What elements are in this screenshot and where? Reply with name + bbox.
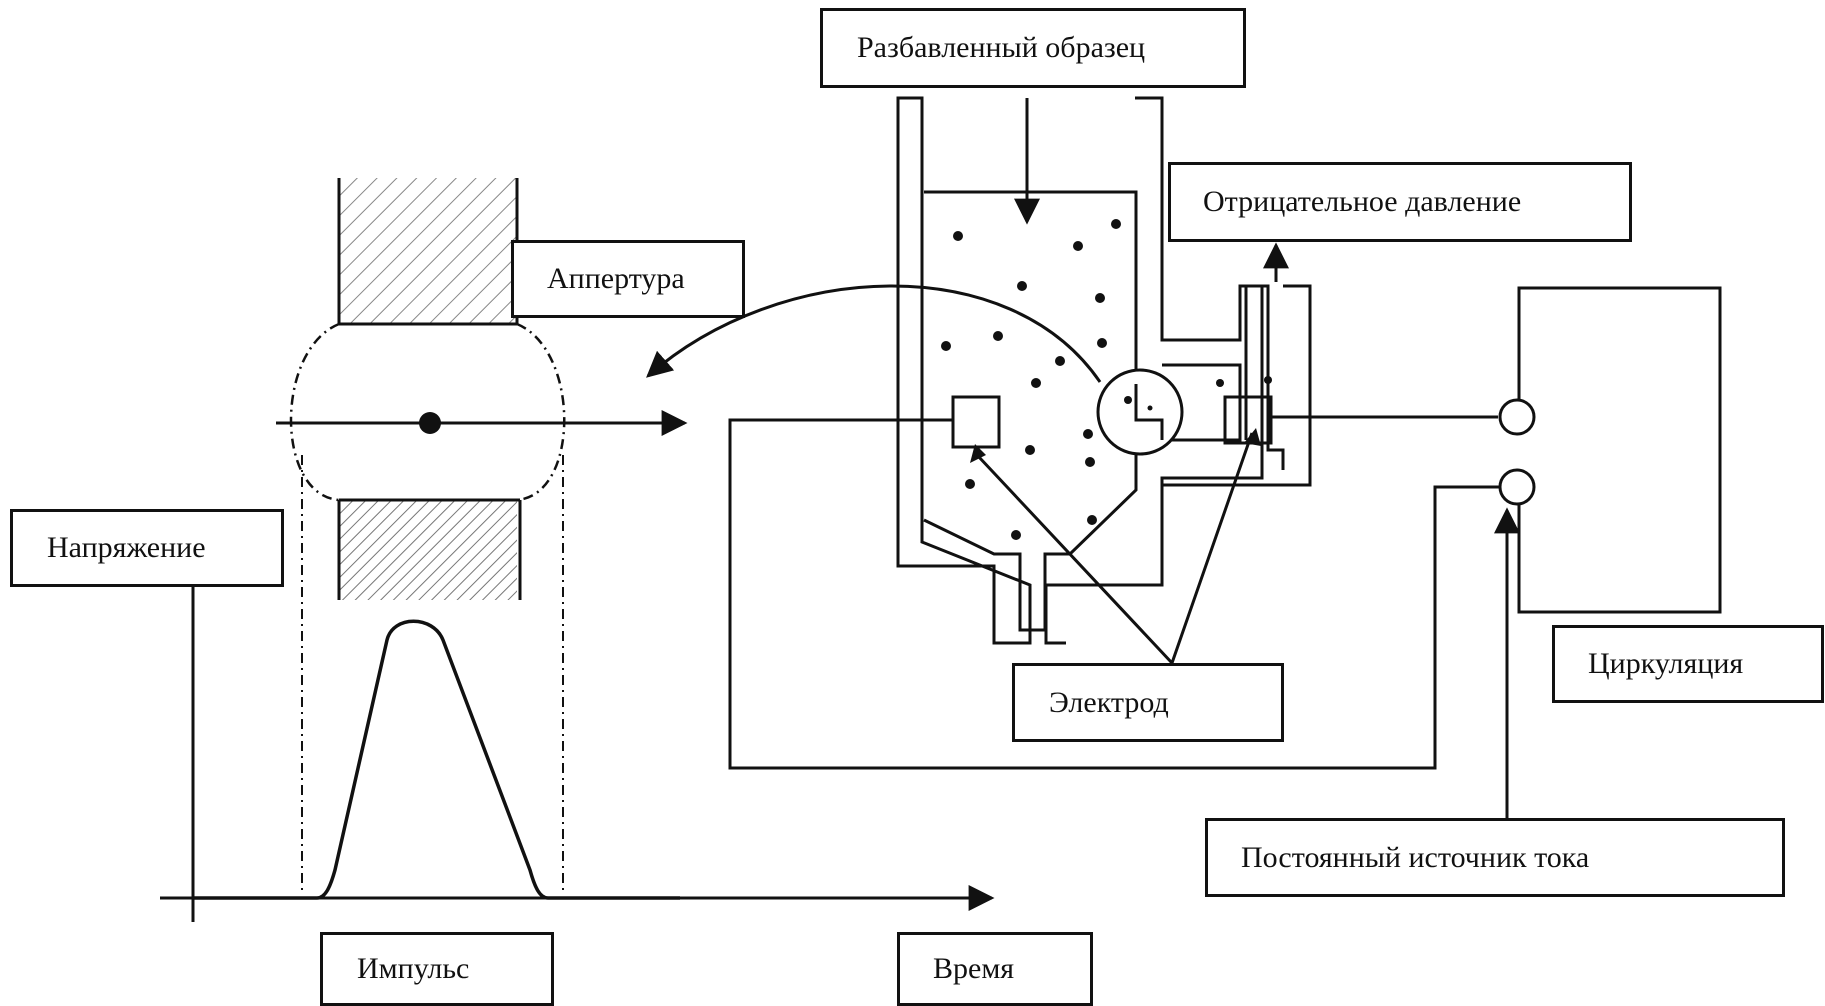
aperture-closeup <box>276 178 688 895</box>
label-electrode: Электрод <box>1012 663 1284 742</box>
label-time: Время <box>897 932 1093 1006</box>
inner-vessel <box>1162 363 1242 442</box>
electrode-pointer <box>976 432 1254 665</box>
aperture-wall-bottom <box>339 500 517 600</box>
zoom-arrow <box>646 284 1102 383</box>
outer-vessel-left <box>896 96 1032 645</box>
suction-tube <box>1244 284 1285 470</box>
pulse-plot <box>160 585 995 922</box>
suction-tube-outer <box>1162 284 1312 487</box>
suspended-particles <box>941 219 1272 540</box>
circuit-wires <box>728 286 1722 818</box>
electrode-right <box>1223 395 1273 445</box>
terminal-top <box>1498 398 1536 436</box>
terminal-bottom <box>1498 468 1536 506</box>
sensing-zone-outline <box>289 322 566 502</box>
label-negative-pressure: Отрицательное давление <box>1168 162 1632 242</box>
aperture-circle <box>1096 368 1184 456</box>
label-circulation: Циркуляция <box>1552 625 1824 703</box>
electrode-left <box>951 395 1001 449</box>
label-voltage: Напряжение <box>10 509 284 587</box>
aperture-wall-top <box>339 178 517 324</box>
label-aperture: Аппертура <box>511 240 745 318</box>
label-diluted-sample: Разбавленный образец <box>820 8 1246 88</box>
sample-well <box>923 190 1138 632</box>
particle <box>419 412 441 434</box>
label-constant-current-source: Постоянный источник тока <box>1205 818 1785 897</box>
counting-chamber <box>896 96 1312 645</box>
label-pulse: Импульс <box>320 932 554 1006</box>
pulse-curve <box>193 619 680 900</box>
